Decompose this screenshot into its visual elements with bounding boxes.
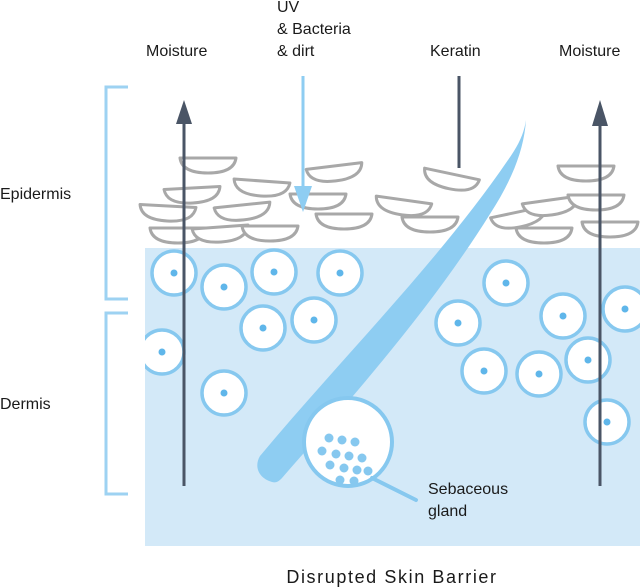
cell-nucleus [559, 312, 567, 320]
gland-dot [317, 446, 327, 456]
cell-nucleus [502, 279, 510, 287]
keratin-scale [232, 177, 292, 198]
label-sebaceous: Sebaceous [428, 481, 508, 498]
keratin-scale [190, 223, 250, 244]
label-moisture-right: Moisture [559, 43, 620, 60]
moisture-arrow-left [176, 100, 192, 486]
gland-dot [331, 449, 341, 459]
label-uv: UV [277, 0, 300, 16]
keratin-scale [566, 193, 626, 212]
label-epidermis: Epidermis [0, 186, 71, 203]
gland-dot [352, 465, 362, 475]
label-moisture-left: Moisture [146, 43, 207, 60]
keratin-scale [314, 212, 374, 231]
moisture-arrow-right [592, 100, 608, 486]
hair-shaft [257, 120, 526, 483]
gland-dot [357, 453, 367, 463]
label-bacteria: & Bacteria [277, 21, 351, 38]
dermis-cells [145, 248, 640, 446]
keratin-scale [556, 164, 616, 183]
cell-nucleus [220, 389, 228, 397]
cell-nucleus [259, 324, 267, 332]
cell-nucleus [336, 269, 344, 277]
cell-nucleus [621, 305, 629, 313]
keratin-scale [304, 161, 364, 183]
cell-nucleus [454, 319, 462, 327]
sebaceous-gland [302, 396, 418, 502]
label-gland: gland [428, 503, 467, 520]
keratin-scale [178, 156, 238, 175]
gland-dot [324, 433, 334, 443]
cell-nucleus [310, 316, 318, 324]
cell-nucleus [480, 367, 488, 375]
keratin-scale [138, 203, 198, 223]
label-dermis: Dermis [0, 396, 51, 413]
keratin-scale [580, 220, 640, 239]
keratin-scale [400, 215, 460, 234]
cell-nucleus [584, 356, 592, 364]
gland-dot [335, 475, 345, 485]
cell-nucleus [220, 283, 228, 291]
keratin-scale [374, 194, 434, 218]
epidermis-bracket [104, 85, 128, 301]
cell-nucleus [535, 370, 543, 378]
keratin-scale [514, 226, 574, 245]
cell-nucleus [170, 269, 178, 277]
dermis-bracket [104, 311, 128, 496]
gland-dot [337, 435, 347, 445]
keratin-scale [212, 200, 272, 222]
keratin-scales [138, 156, 640, 245]
gland-dot [344, 451, 354, 461]
cell-nucleus [603, 418, 611, 426]
gland-dot [363, 466, 373, 476]
gland-dot [350, 437, 360, 447]
gland-dot [325, 460, 335, 470]
keratin-scale [240, 224, 300, 243]
diagram-caption: Disrupted Skin Barrier [286, 567, 497, 587]
keratin-scale [162, 185, 222, 205]
cell-nucleus [158, 348, 166, 356]
gland-dot [349, 476, 359, 486]
gland-dot [339, 463, 349, 473]
label-keratin: Keratin [430, 43, 481, 60]
cell-nucleus [270, 268, 278, 276]
keratin-scale [423, 166, 481, 192]
uv-arrow [294, 76, 312, 212]
label-dirt: & dirt [277, 43, 315, 60]
